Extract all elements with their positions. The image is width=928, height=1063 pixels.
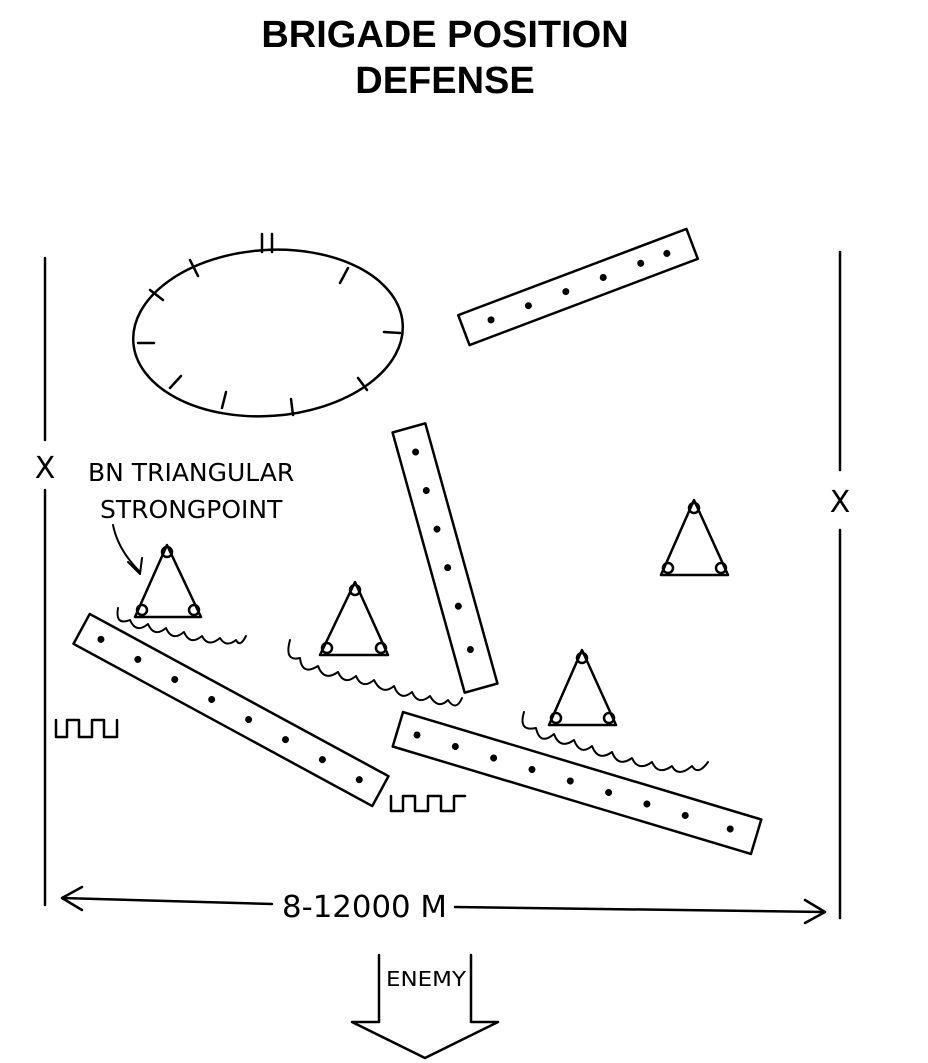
title-line-1: BRIGADE POSITION: [261, 14, 629, 56]
obstacle-belt-vertical: [391, 422, 499, 694]
trace-left: [116, 607, 247, 645]
obstacle-belt-right: [391, 710, 763, 856]
reserve-area: [131, 232, 405, 418]
strongpoint-label-line-1: BN TRIANGULAR: [88, 458, 294, 487]
boundary-marker-left: X: [35, 451, 56, 486]
strongpoint-label-line-2: STRONGPOINT: [100, 495, 283, 524]
fortification-symbol-left: [54, 718, 119, 739]
frontage-dimension: [60, 885, 827, 925]
enemy-arrow: [350, 953, 500, 1060]
strongpoint-left: [133, 543, 203, 619]
trace-center: [287, 639, 463, 707]
diagram-title: BRIGADE POSITION DEFENSE: [0, 12, 890, 104]
frontage-label: 8-12000 M: [282, 890, 447, 925]
strongpoint-right: [659, 498, 730, 577]
label-pointer-arrow: [112, 524, 143, 575]
strongpoint-lower: [547, 648, 618, 727]
trace-lower: [521, 711, 709, 773]
obstacle-belt-top: [456, 227, 700, 347]
boundary-marker-right: X: [830, 485, 851, 520]
title-line-2: DEFENSE: [355, 60, 535, 102]
enemy-label: ENEMY: [386, 967, 467, 991]
strongpoint-center: [318, 580, 390, 657]
fortification-symbol-center: [389, 794, 467, 813]
obstacle-belt-left: [72, 612, 390, 808]
